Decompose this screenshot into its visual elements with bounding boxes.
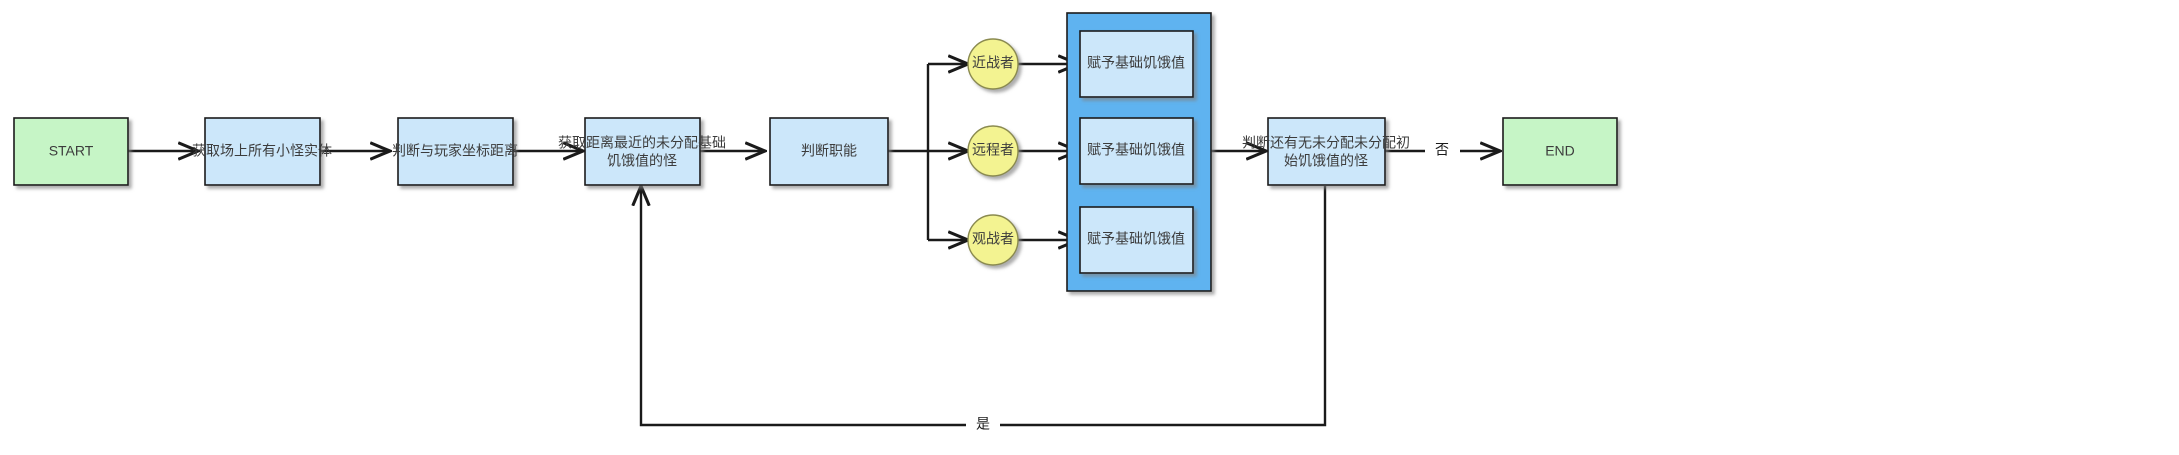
node-role-melee[interactable]: 近战者 <box>967 38 1019 90</box>
node-role-melee-ellipse[interactable] <box>967 38 1019 90</box>
node-calc-dist-rect[interactable] <box>397 117 514 186</box>
node-assign-3[interactable]: 赋予基础饥饿值 <box>1079 206 1194 274</box>
node-get-mobs[interactable]: 获取场上所有小怪实体 <box>192 117 332 186</box>
node-check-more-rect[interactable] <box>1267 117 1386 186</box>
node-judge-role[interactable]: 判断职能 <box>769 117 889 186</box>
edge-label-no: 否 <box>1435 142 1449 158</box>
node-judge-role-rect[interactable] <box>769 117 889 186</box>
node-role-watcher-ellipse[interactable] <box>967 214 1019 266</box>
node-start[interactable]: START <box>13 117 129 186</box>
node-get-mobs-rect[interactable] <box>204 117 321 186</box>
node-assign-1[interactable]: 赋予基础饥饿值 <box>1079 30 1194 98</box>
node-role-ranged-ellipse[interactable] <box>967 125 1019 177</box>
node-assign-3-rect[interactable] <box>1079 206 1194 274</box>
edge-label-yes: 是 <box>976 416 990 432</box>
node-check-more[interactable]: 判断还有无未分配未分配初 始饥饿值的怪 <box>1242 117 1410 186</box>
node-end-rect[interactable] <box>1502 117 1618 186</box>
edge-feedback-loop-yes-right <box>1000 186 1327 427</box>
node-assign-2-rect[interactable] <box>1079 117 1194 185</box>
edge-feedback-loop-yes-left <box>641 186 966 427</box>
node-assign-1-rect[interactable] <box>1079 30 1194 98</box>
node-end[interactable]: END <box>1502 117 1618 186</box>
node-role-ranged[interactable]: 远程者 <box>967 125 1019 177</box>
edges-layer <box>128 64 1500 427</box>
nodes-layer: START 获取场上所有小怪实体 判断与玩家坐标距离 获取距离最近的未分配基础 … <box>13 30 1618 274</box>
node-pick-near-rect[interactable] <box>584 117 701 186</box>
node-assign-2[interactable]: 赋予基础饥饿值 <box>1079 117 1194 185</box>
node-role-watcher[interactable]: 观战者 <box>967 214 1019 266</box>
node-pick-near[interactable]: 获取距离最近的未分配基础 饥饿值的怪 <box>558 117 726 186</box>
node-calc-dist[interactable]: 判断与玩家坐标距离 <box>392 117 518 186</box>
node-start-rect[interactable] <box>13 117 129 186</box>
